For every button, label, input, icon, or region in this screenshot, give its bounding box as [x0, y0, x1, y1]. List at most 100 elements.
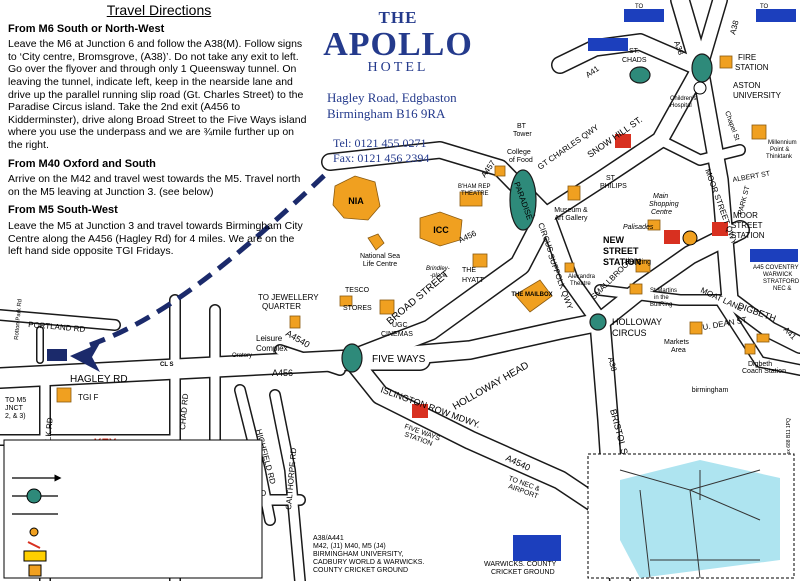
hospital-icon: [693, 81, 707, 95]
label-places-hyatt2: HYATT: [462, 277, 485, 284]
label-places-childrens1: Children's: [670, 96, 697, 102]
motorway-map: [587, 453, 795, 579]
label-places-tesco2: STORES: [343, 305, 372, 312]
label-roads-holloway: HOLLOWAY HEAD: [451, 360, 531, 413]
label-signs-to: TO: [635, 4, 644, 10]
label-places-bttower1: BT: [517, 123, 527, 130]
label-places-aston1: ASTON: [733, 81, 761, 90]
label-places-alex1: Alexandra: [568, 274, 596, 280]
ugc-building: [379, 299, 395, 315]
snow-hill-rail-icon: [615, 134, 631, 148]
label-places-ugc1: UGC: [392, 322, 408, 329]
college-building: [494, 165, 506, 177]
label-places-moorst2: STREET: [731, 221, 763, 230]
label-signs-toa: TO: [760, 4, 769, 10]
hotel-sub: HOTEL: [367, 60, 429, 75]
label-places-fiveways: FIVE WAYS: [372, 354, 426, 365]
label-places-jewel2: QUARTER: [262, 302, 301, 311]
travel-directions: Travel Directions From M6 South or North…: [8, 2, 310, 262]
label-destinations-a45_3: STRATFORD: [763, 279, 800, 285]
label-destinations-a41_1: A38/A441: [313, 535, 344, 542]
label-roads-albert: ALBERT ST: [732, 170, 771, 184]
st-chads-island: [629, 66, 651, 84]
sign-m6-j6: [756, 9, 796, 22]
label-roads-rotton: Rotton Park Rd: [14, 299, 24, 340]
label-places-chads1: ST.: [629, 48, 639, 55]
sea-life-building: [367, 233, 385, 251]
label-places-fire2: STATION: [735, 63, 769, 72]
islands: [341, 53, 713, 373]
label-places-main1: Main: [653, 193, 668, 200]
label-places-childrens2: Hospital: [670, 103, 692, 109]
hotel-name: APOLLO: [323, 26, 473, 63]
coach-station-building: [744, 343, 756, 355]
hotel-arrow-icon: [70, 343, 100, 372]
address-line: Hagley Road, Edgbaston: [327, 90, 457, 105]
label-places-chads2: CHADS: [622, 57, 647, 64]
alex-theatre-building: [564, 262, 575, 273]
label-places-newst1: NEW: [603, 235, 625, 245]
label-places-sealife2: Life Centre: [363, 261, 397, 268]
digbeth-building: [756, 333, 770, 343]
label-roads-chapel: Chapel St: [723, 110, 740, 141]
label-places-markets2: Area: [671, 347, 686, 354]
label-places-theatre: THEATRE: [461, 191, 489, 197]
label-places-hyatt1: THE: [462, 267, 476, 274]
label-places-oratory: Oratory: [232, 353, 252, 359]
label-places-leisure2: Complex: [256, 344, 288, 353]
label-roads-a38b: A38: [728, 19, 741, 36]
hotel-the: THE: [378, 8, 418, 27]
label-places-newst2: STREET: [603, 246, 639, 256]
millennium-building: [751, 124, 767, 140]
label-roads-chad: CHAD RD: [178, 393, 190, 430]
label-destinations-war1: WARWICKS. COUNTY: [484, 561, 557, 568]
palisades-building: [647, 219, 661, 231]
rotunda-icon: [682, 230, 698, 246]
label-roads-a38: A38: [606, 356, 619, 373]
label-places-brindley2: -place: [430, 273, 447, 279]
directions-title: Travel Directions: [106, 2, 212, 18]
label-places-clsmap: CL S: [160, 362, 174, 368]
sign-m6-j7: [624, 9, 664, 22]
bullring-building: [635, 259, 651, 273]
fire-station-building: [719, 55, 733, 69]
five-ways-island: [341, 343, 363, 373]
section-body: Leave the M5 at Junction 3 and travel to…: [8, 219, 303, 258]
section-body: Arrive on the M42 and travel west toward…: [8, 173, 301, 198]
buildings: [56, 55, 770, 403]
section-body: Leave the M6 at Junction 6 and follow th…: [8, 38, 307, 151]
hotel-phone: Tel: 0121 455 0271 Fax: 0121 456 2394: [333, 136, 429, 166]
label-roads-a41: A41: [584, 64, 601, 80]
label-places-markets1: Markets: [664, 339, 689, 346]
label-places-philips2: PHILIPS: [600, 183, 627, 190]
label-places-philips1: ST.: [606, 175, 616, 182]
label-places-nia: NIA: [348, 196, 364, 206]
label-roads-a456: A456: [272, 368, 293, 378]
nia-building: [332, 175, 381, 221]
label-places-millen1: Millennium: [768, 140, 797, 146]
label-places-icc: ICC: [433, 225, 449, 235]
label-places-brep: B'HAM REP: [458, 184, 490, 190]
route-to-hotel: [89, 168, 332, 348]
label-places-bullring: BullRing: [625, 259, 651, 266]
label-places-museum1: Museum &: [554, 207, 588, 214]
st-martins-building: [629, 283, 643, 295]
tgi-building: [56, 387, 72, 403]
label-places-brindley1: Brindley-: [426, 266, 450, 272]
fax-line: Fax: 0121 456 2394: [333, 151, 430, 165]
five-ways-rail-icon: [412, 404, 428, 418]
label-places-moorst3: STATION: [731, 231, 765, 240]
sign-m5-m42: [513, 535, 561, 561]
label-destinations-m5j2_3: 2, & 3): [5, 413, 26, 420]
label-places-sealife1: National Sea: [360, 253, 400, 260]
hotel-title: THE APOLLO HOTEL: [318, 8, 478, 76]
label-places-millen3: Thinktank: [766, 154, 793, 160]
paradise-circus-island: [509, 169, 537, 231]
holloway-circus-island: [589, 313, 607, 331]
label-places-alex2: Theatre: [570, 281, 591, 287]
label-places-aston2: UNIVERSITY: [733, 91, 782, 100]
label-places-fire1: FIRE: [738, 53, 756, 62]
label-places-newst3: STATION: [603, 257, 641, 267]
museum-building: [567, 185, 581, 201]
route-signs: [513, 9, 798, 561]
